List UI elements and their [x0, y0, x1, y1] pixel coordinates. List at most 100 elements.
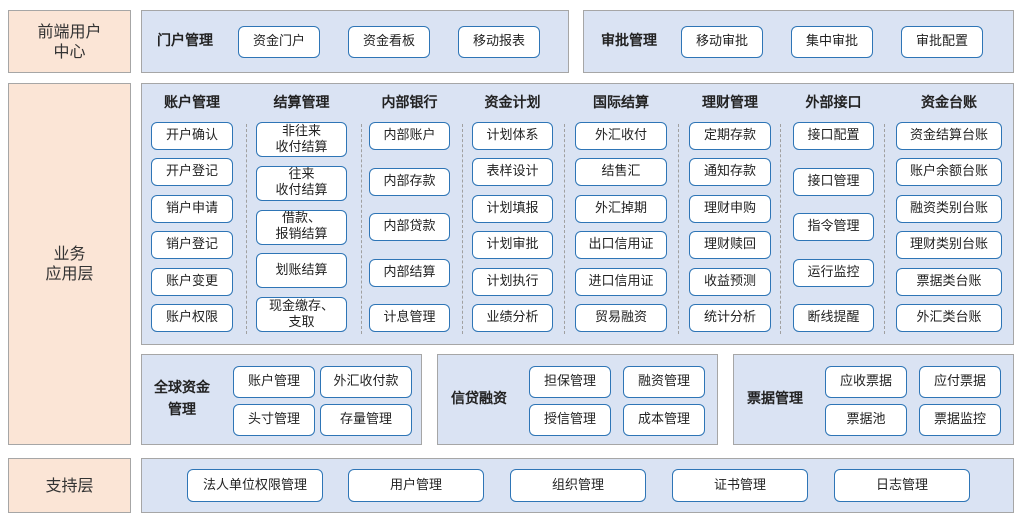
module-item[interactable]: 资金结算台账 [896, 122, 1002, 150]
module-column: 资金台账资金结算台账账户余额台账融资类别台账理财类别台账票据类台账外汇类台账 [896, 84, 1002, 344]
module-item[interactable]: 内部结算 [369, 258, 450, 287]
module-item[interactable]: 销户申请 [151, 194, 233, 223]
module-item[interactable]: 通知存款 [689, 158, 771, 187]
module-item[interactable]: 接口管理 [793, 167, 874, 196]
module-item[interactable]: 往来 收付结算 [256, 165, 347, 201]
module-item[interactable]: 账户余额台账 [896, 158, 1002, 187]
module-items: 非往来 收付结算往来 收付结算借款、 报销结算划账结算现金缴存、 支取 [256, 122, 347, 332]
module-title: 内部银行 [381, 95, 438, 111]
module-item[interactable]: 结售汇 [575, 158, 667, 187]
module-item[interactable]: 账户权限 [151, 303, 233, 332]
module-title: 外部接口 [805, 95, 862, 111]
module-item[interactable]: 定期存款 [689, 122, 771, 150]
module-items: 资金结算台账账户余额台账融资类别台账理财类别台账票据类台账外汇类台账 [896, 122, 1002, 332]
portal-panel: 门户管理 资金门户 资金看板 移动报表 [141, 10, 569, 73]
layer-business: 业务 应用层 [8, 83, 131, 445]
module-column: 账户管理开户确认开户登记销户申请销户登记账户变更账户权限 [151, 84, 233, 344]
module-item[interactable]: 销户登记 [151, 231, 233, 260]
module-column: 结算管理非往来 收付结算往来 收付结算借款、 报销结算划账结算现金缴存、 支取 [256, 84, 347, 344]
module-item[interactable]: 非往来 收付结算 [256, 122, 347, 157]
layer-support: 支持层 [8, 458, 131, 513]
module-item[interactable]: 内部存款 [369, 167, 450, 196]
module-item[interactable]: 接口配置 [793, 122, 874, 150]
approval-item[interactable]: 审批配置 [901, 26, 983, 58]
module-item[interactable]: 计划执行 [472, 267, 553, 296]
global-item[interactable]: 外汇收付款 [320, 366, 412, 398]
bills-item[interactable]: 应收票据 [825, 366, 907, 398]
module-item[interactable]: 断线提醒 [793, 304, 874, 332]
business-modules-panel: 账户管理开户确认开户登记销户申请销户登记账户变更账户权限结算管理非往来 收付结算… [141, 83, 1014, 345]
module-column: 理财管理定期存款通知存款理财申购理财赎回收益预测统计分析 [689, 84, 771, 344]
module-item[interactable]: 进口信用证 [575, 267, 667, 296]
support-item[interactable]: 日志管理 [834, 469, 970, 502]
support-item[interactable]: 用户管理 [348, 469, 484, 502]
module-column: 内部银行内部账户内部存款内部贷款内部结算计息管理 [369, 84, 450, 344]
module-item[interactable]: 理财赎回 [689, 231, 771, 260]
module-item[interactable]: 计息管理 [369, 304, 450, 332]
credit-item[interactable]: 授信管理 [529, 404, 611, 436]
module-item[interactable]: 内部账户 [369, 122, 450, 150]
module-title: 账户管理 [164, 95, 220, 111]
module-item[interactable]: 理财类别台账 [896, 231, 1002, 260]
credit-item[interactable]: 融资管理 [623, 366, 705, 398]
bills-item[interactable]: 应付票据 [919, 366, 1001, 398]
module-item[interactable]: 现金缴存、 支取 [256, 297, 347, 332]
module-title: 结算管理 [273, 95, 330, 111]
module-item[interactable]: 账户变更 [151, 267, 233, 296]
support-item[interactable]: 证书管理 [672, 469, 808, 502]
module-item[interactable]: 内部贷款 [369, 213, 450, 241]
column-divider [780, 124, 781, 334]
column-divider [462, 124, 463, 334]
bills-item[interactable]: 票据池 [825, 404, 907, 436]
portal-item[interactable]: 资金门户 [238, 26, 320, 58]
module-item[interactable]: 开户确认 [151, 122, 233, 150]
support-item[interactable]: 组织管理 [510, 469, 646, 502]
layer-frontend: 前端用户 中心 [8, 10, 131, 73]
column-divider [884, 124, 885, 334]
module-item[interactable]: 票据类台账 [896, 267, 1002, 296]
module-item[interactable]: 统计分析 [689, 303, 771, 332]
module-item[interactable]: 理财申购 [689, 194, 771, 223]
global-item[interactable]: 存量管理 [320, 404, 412, 436]
module-item[interactable]: 外汇掉期 [575, 194, 667, 223]
credit-item[interactable]: 成本管理 [623, 404, 705, 436]
global-item[interactable]: 头寸管理 [233, 404, 315, 436]
module-item[interactable]: 划账结算 [256, 253, 347, 289]
module-item[interactable]: 业绩分析 [472, 303, 553, 332]
portal-item[interactable]: 资金看板 [348, 26, 430, 58]
module-item[interactable]: 运行监控 [793, 258, 874, 287]
support-item[interactable]: 法人单位权限管理 [187, 469, 323, 502]
module-item[interactable]: 指令管理 [793, 213, 874, 241]
module-column: 外部接口接口配置接口管理指令管理运行监控断线提醒 [793, 84, 874, 344]
module-title: 资金台账 [921, 95, 977, 111]
credit-item[interactable]: 担保管理 [529, 366, 611, 398]
module-item[interactable]: 外汇收付 [575, 122, 667, 150]
approval-item[interactable]: 移动审批 [681, 26, 763, 58]
column-divider [246, 124, 247, 334]
portal-item[interactable]: 移动报表 [458, 26, 540, 58]
global-item[interactable]: 账户管理 [233, 366, 315, 398]
bills-item[interactable]: 票据监控 [919, 404, 1001, 436]
approval-item[interactable]: 集中审批 [791, 26, 873, 58]
bills-title: 票据管理 [747, 391, 803, 407]
module-item[interactable]: 借款、 报销结算 [256, 209, 347, 245]
module-items: 计划体系表样设计计划填报计划审批计划执行业绩分析 [472, 122, 553, 332]
module-item[interactable]: 计划审批 [472, 231, 553, 260]
column-divider [361, 124, 362, 334]
portal-title: 门户管理 [157, 33, 213, 49]
module-item[interactable]: 开户登记 [151, 158, 233, 187]
module-item[interactable]: 收益预测 [689, 267, 771, 296]
approval-title: 审批管理 [601, 33, 657, 49]
column-divider [678, 124, 679, 334]
column-divider [564, 124, 565, 334]
module-items: 内部账户内部存款内部贷款内部结算计息管理 [369, 122, 450, 332]
module-item[interactable]: 融资类别台账 [896, 194, 1002, 223]
module-item[interactable]: 计划体系 [472, 122, 553, 150]
module-item[interactable]: 计划填报 [472, 194, 553, 223]
module-item[interactable]: 外汇类台账 [896, 303, 1002, 332]
module-item[interactable]: 表样设计 [472, 158, 553, 187]
module-item[interactable]: 贸易融资 [575, 303, 667, 332]
module-title: 理财管理 [702, 95, 758, 111]
module-item[interactable]: 出口信用证 [575, 231, 667, 260]
module-title: 国际结算 [593, 95, 649, 111]
